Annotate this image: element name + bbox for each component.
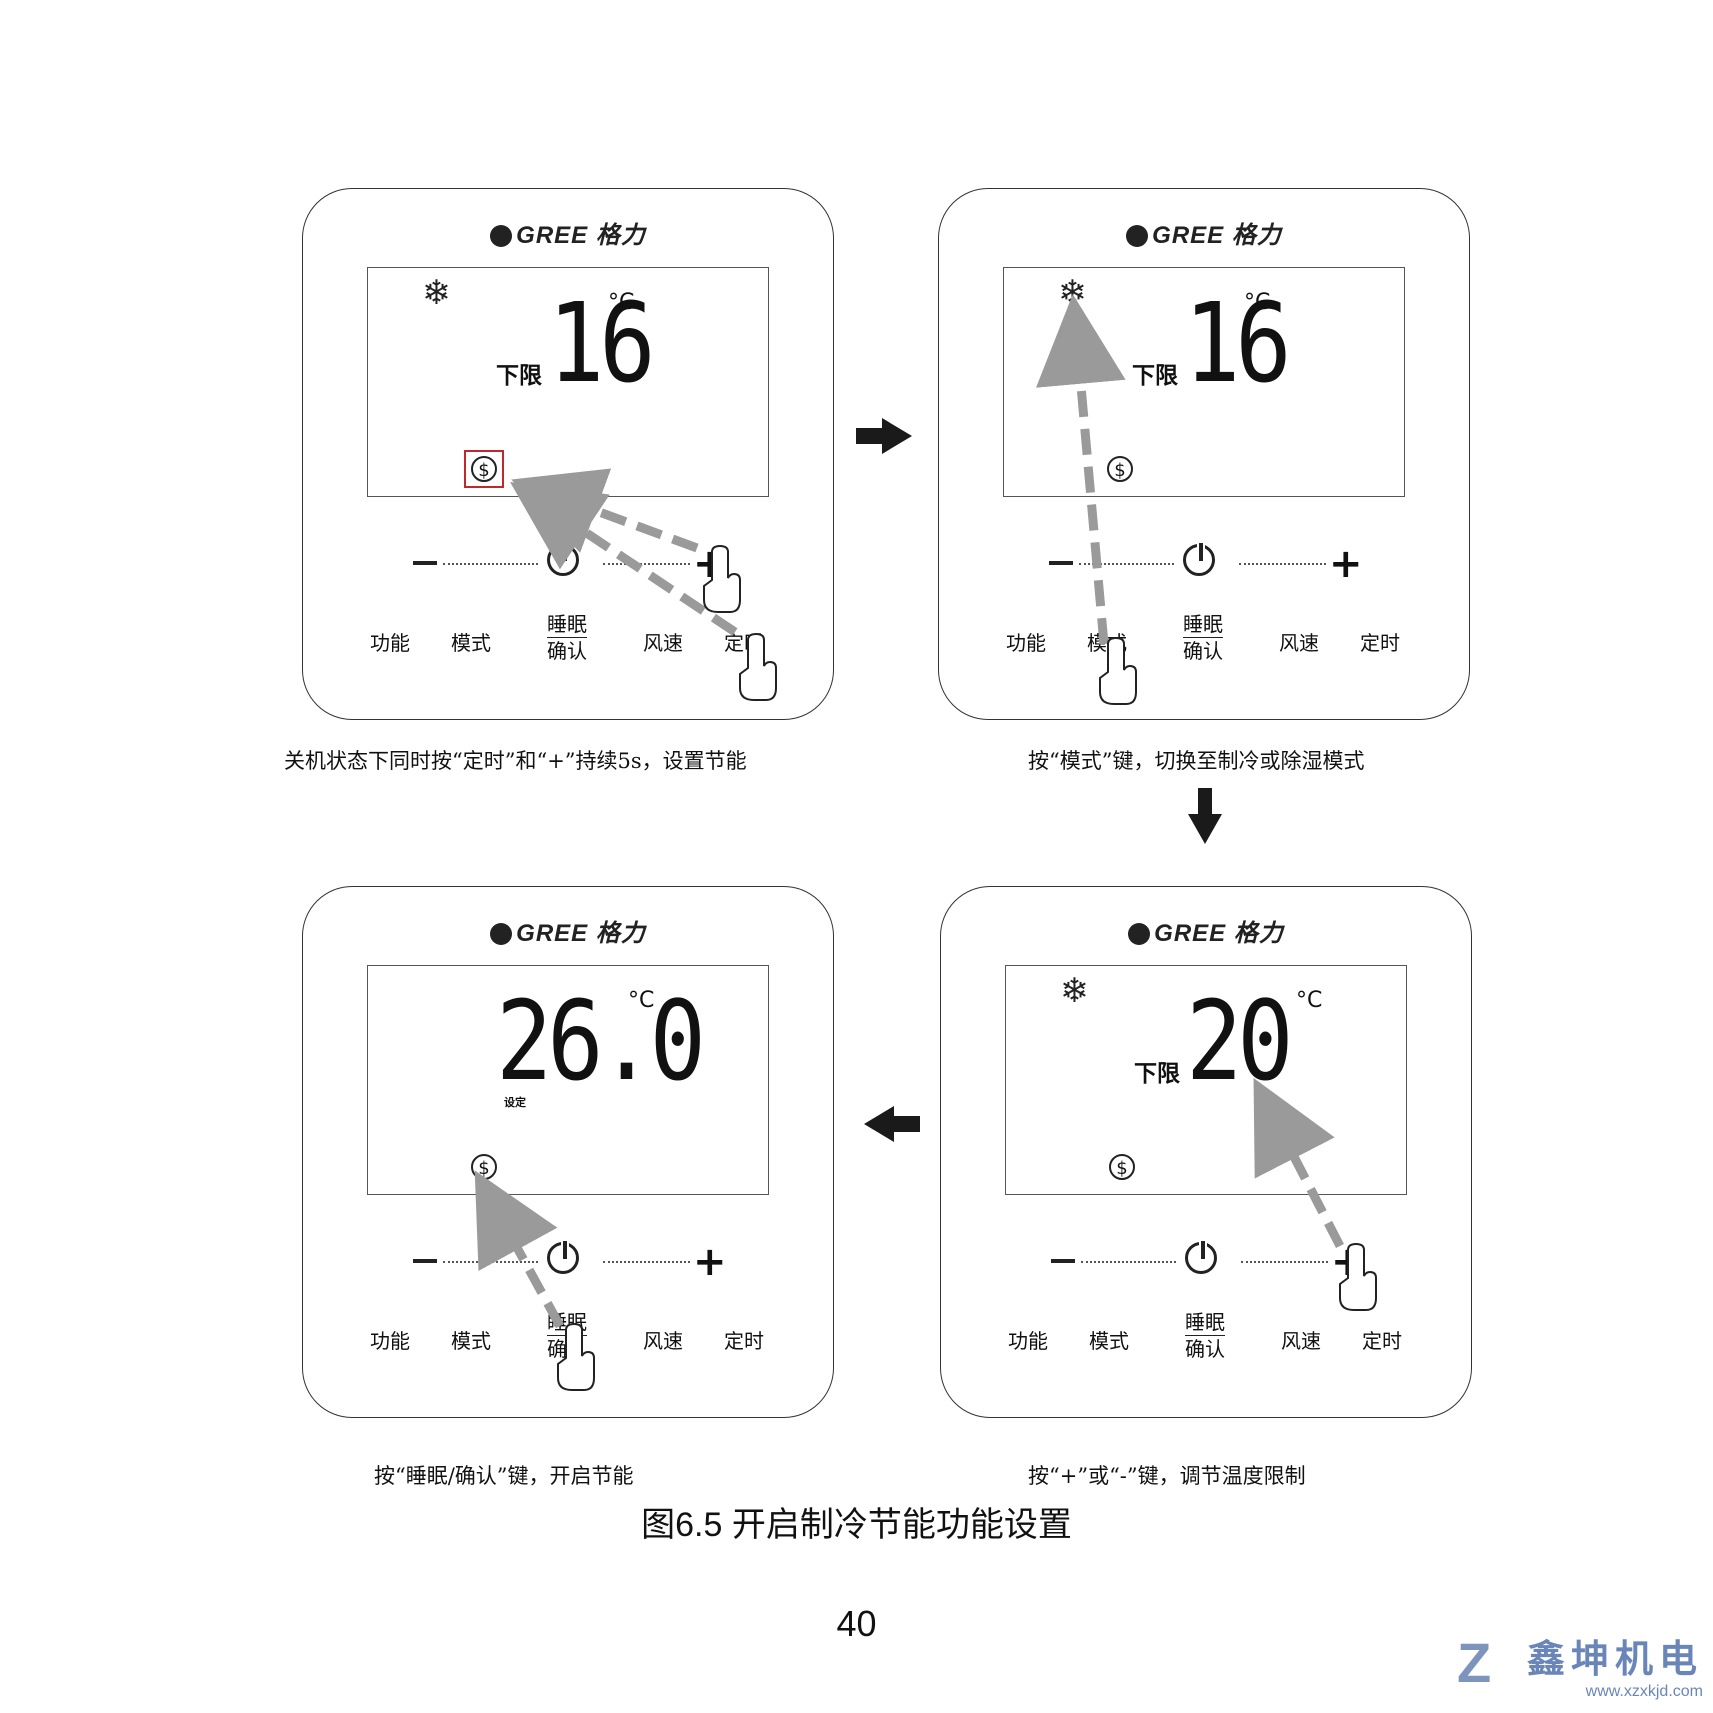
timer-button[interactable]: 定时 xyxy=(1362,1329,1402,1353)
power-button[interactable] xyxy=(1185,1239,1217,1274)
mode-button[interactable]: 模式 xyxy=(1087,631,1127,655)
plus-button[interactable]: + xyxy=(693,1239,727,1285)
timer-button[interactable]: 定时 xyxy=(724,631,764,655)
timer-button[interactable]: 定时 xyxy=(1360,631,1400,655)
plus-button[interactable]: + xyxy=(1331,1239,1365,1285)
control-row: + xyxy=(303,1239,833,1285)
minus-button[interactable] xyxy=(1051,1259,1075,1263)
flow-arrow-right xyxy=(856,418,912,454)
dotted-line xyxy=(443,563,538,565)
watermark-name: 鑫坤机电 xyxy=(1526,1637,1703,1681)
flow-arrow-down xyxy=(1188,788,1222,844)
func-button[interactable]: 功能 xyxy=(1008,1329,1048,1353)
energy-saving-icon: $ xyxy=(471,456,497,482)
snowflake-icon: ❄ xyxy=(1060,971,1089,1011)
func-button[interactable]: 功能 xyxy=(370,631,410,655)
func-button[interactable]: 功能 xyxy=(370,1329,410,1353)
set-label: 设定 xyxy=(504,1096,526,1109)
fan-button[interactable]: 风速 xyxy=(1281,1329,1321,1353)
timer-button[interactable]: 定时 xyxy=(724,1329,764,1353)
caption-step-2: 按“模式”键，切换至制冷或除湿模式 xyxy=(1028,749,1365,773)
lower-limit-label: 下限 xyxy=(1132,363,1178,389)
fan-button[interactable]: 风速 xyxy=(643,631,683,655)
gree-logo-icon xyxy=(490,225,513,247)
dotted-line xyxy=(1079,563,1174,565)
celsius-unit: °C xyxy=(1244,290,1271,315)
sleep-confirm-button[interactable]: 睡眠确认 xyxy=(547,1310,587,1361)
dotted-line xyxy=(443,1261,538,1263)
fan-button[interactable]: 风速 xyxy=(643,1329,683,1353)
caption-step-3: 按“+”或“-”键，调节温度限制 xyxy=(1028,1464,1306,1488)
celsius-unit: °C xyxy=(628,988,655,1013)
lower-limit-label: 下限 xyxy=(1134,1061,1180,1087)
dotted-line xyxy=(603,1261,690,1263)
mode-button[interactable]: 模式 xyxy=(451,1329,491,1353)
energy-saving-icon: $ xyxy=(471,1154,497,1180)
temperature-value: 16 xyxy=(548,279,656,407)
controller-panel-1: GREE 格力 ❄ 下限 16 °C $ + 功能 模式 睡眠确认 风速 定时 xyxy=(302,188,834,720)
minus-button[interactable] xyxy=(413,1259,437,1263)
lcd-screen: 26.0 °C 设定 $ xyxy=(367,965,769,1195)
gree-logo: GREE 格力 xyxy=(939,215,1469,250)
watermark-logo-icon: Z xyxy=(1456,1631,1492,1694)
control-row: + xyxy=(941,1239,1471,1285)
controller-panel-4: GREE 格力 26.0 °C 设定 $ + 功能 模式 睡眠确认 风速 定时 xyxy=(302,886,834,1418)
gree-logo: GREE 格力 xyxy=(303,913,833,948)
page-number: 40 xyxy=(836,1603,877,1644)
plus-button[interactable]: + xyxy=(693,541,727,587)
figure-title: 图6.5 开启制冷节能功能设置 xyxy=(641,1506,1072,1544)
sleep-confirm-button[interactable]: 睡眠确认 xyxy=(547,612,587,663)
power-button[interactable] xyxy=(547,1239,579,1274)
controller-panel-2: GREE 格力 ❄ 下限 16 °C $ + 功能 模式 睡眠确认 风速 定时 xyxy=(938,188,1470,720)
lcd-screen: ❄ 下限 16 °C $ xyxy=(1003,267,1405,497)
temperature-value: 20 xyxy=(1186,977,1294,1105)
power-button[interactable] xyxy=(1183,541,1215,576)
mode-button[interactable]: 模式 xyxy=(451,631,491,655)
temperature-value: 16 xyxy=(1184,279,1292,407)
mode-button[interactable]: 模式 xyxy=(1089,1329,1129,1353)
flow-arrow-left xyxy=(864,1106,920,1142)
control-row: + xyxy=(939,541,1469,587)
gree-logo-icon xyxy=(1128,923,1151,945)
snowflake-icon: ❄ xyxy=(422,273,451,313)
lcd-screen: ❄ 下限 20 °C $ xyxy=(1005,965,1407,1195)
dotted-line xyxy=(1081,1261,1176,1263)
energy-saving-highlight xyxy=(464,450,504,488)
celsius-unit: °C xyxy=(1296,988,1323,1013)
func-button[interactable]: 功能 xyxy=(1006,631,1046,655)
plus-button[interactable]: + xyxy=(1329,541,1363,587)
lcd-screen: ❄ 下限 16 °C $ xyxy=(367,267,769,497)
power-button[interactable] xyxy=(547,541,579,576)
watermark-url: www.xzxkjd.com xyxy=(1585,1683,1703,1700)
fan-button[interactable]: 风速 xyxy=(1279,631,1319,655)
minus-button[interactable] xyxy=(413,561,437,565)
caption-step-4: 按“睡眠/确认”键，开启节能 xyxy=(374,1464,634,1488)
control-row: + xyxy=(303,541,833,587)
dotted-line xyxy=(603,563,690,565)
celsius-unit: °C xyxy=(608,290,635,315)
watermark: Z 鑫坤机电 www.xzxkjd.com xyxy=(1457,1628,1703,1701)
minus-button[interactable] xyxy=(1049,561,1073,565)
snowflake-icon: ❄ xyxy=(1058,273,1087,313)
lower-limit-label: 下限 xyxy=(496,363,542,389)
sleep-confirm-button[interactable]: 睡眠确认 xyxy=(1185,1310,1225,1361)
gree-logo: GREE 格力 xyxy=(303,215,833,250)
gree-logo-icon xyxy=(490,923,513,945)
sleep-confirm-button[interactable]: 睡眠确认 xyxy=(1183,612,1223,663)
gree-logo-icon xyxy=(1126,225,1149,247)
set-temperature-value: 26.0 xyxy=(496,977,706,1105)
dotted-line xyxy=(1239,563,1326,565)
dotted-line xyxy=(1241,1261,1328,1263)
caption-step-1: 关机状态下同时按“定时”和“+”持续5s，设置节能 xyxy=(284,749,747,773)
energy-saving-icon: $ xyxy=(1107,456,1133,482)
energy-saving-icon: $ xyxy=(1109,1154,1135,1180)
gree-logo: GREE 格力 xyxy=(941,913,1471,948)
controller-panel-3: GREE 格力 ❄ 下限 20 °C $ + 功能 模式 睡眠确认 风速 定时 xyxy=(940,886,1472,1418)
